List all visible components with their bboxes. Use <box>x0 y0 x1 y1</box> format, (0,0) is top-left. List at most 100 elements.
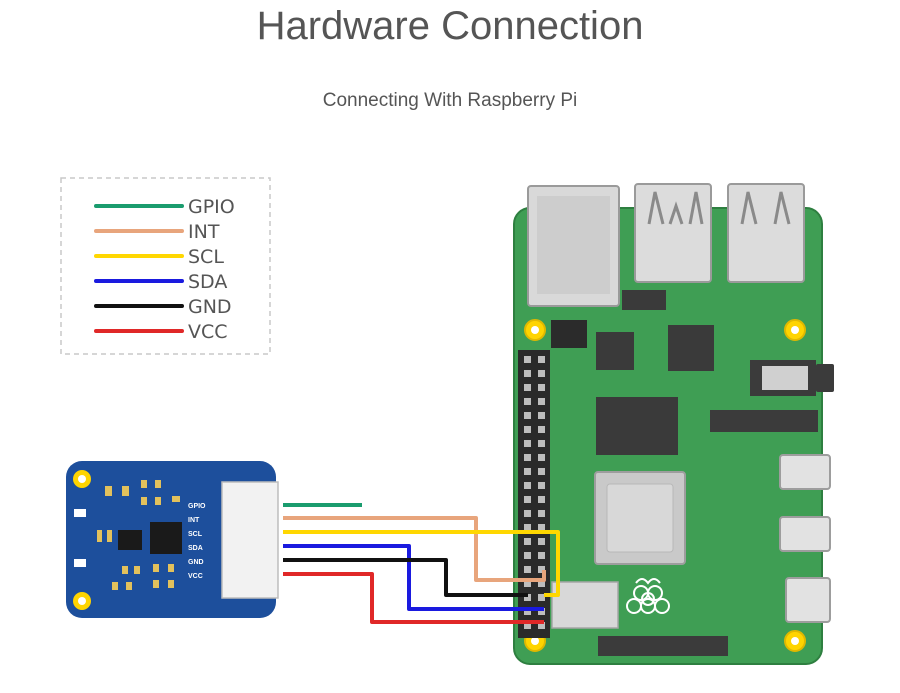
legend-item-vcc: VCC <box>94 321 228 343</box>
pin-label-vcc: VCC <box>188 573 203 580</box>
gpio-pin <box>538 370 545 377</box>
module-connector <box>221 481 279 599</box>
usb-port-2 <box>727 183 805 283</box>
hdmi-port-1 <box>779 454 831 490</box>
usb-port-1 <box>634 183 712 283</box>
display-connector <box>710 410 818 432</box>
gpio-pin <box>524 398 531 405</box>
legend-label: GPIO <box>188 196 235 218</box>
gpio-pin <box>524 608 531 615</box>
pi-pmic <box>551 581 619 629</box>
gpio-pin <box>524 496 531 503</box>
legend-item-scl: SCL <box>94 246 224 268</box>
pi-jumper <box>551 320 587 348</box>
gpio-pin <box>524 580 531 587</box>
mounting-hole <box>78 597 86 605</box>
wire-int <box>283 516 546 582</box>
module-chip-small <box>118 530 142 550</box>
pi-ram-chip <box>596 397 678 455</box>
gpio-pin <box>524 440 531 447</box>
camera-connector <box>598 636 728 656</box>
wire-scl <box>283 530 560 597</box>
pin-label-gpio: GPIO <box>188 503 206 510</box>
mounting-hole <box>791 326 799 334</box>
legend-item-sda: SDA <box>94 271 227 293</box>
gpio-pin <box>538 622 545 629</box>
gpio-pin <box>538 412 545 419</box>
gpio-pin <box>538 468 545 475</box>
legend-label: VCC <box>188 321 228 343</box>
mounting-hole <box>78 475 86 483</box>
gpio-pin <box>538 482 545 489</box>
audio-jack-plug <box>816 364 834 392</box>
gpio-pin <box>538 538 545 545</box>
gpio-pin <box>524 524 531 531</box>
module-chip <box>150 522 182 554</box>
pi-gpio-pins <box>524 356 545 629</box>
wires <box>283 503 560 624</box>
hdmi-port-2 <box>779 516 831 552</box>
pin-label-scl: SCL <box>188 531 203 538</box>
module-pin-labels: GPIO INT SCL SDA GND VCC <box>188 503 206 580</box>
usb-c-port <box>785 577 831 623</box>
pi-chip-usb-controller <box>596 332 634 370</box>
gpio-pin <box>524 538 531 545</box>
wire-vcc <box>283 572 544 624</box>
gpio-pin <box>538 454 545 461</box>
gpio-pin <box>538 440 545 447</box>
legend-item-gpio: GPIO <box>94 196 235 218</box>
legend-item-gnd: GND <box>94 296 232 318</box>
gpio-pin <box>524 468 531 475</box>
gpio-pin <box>538 580 545 587</box>
legend-item-int: INT <box>94 221 220 243</box>
gpio-pin <box>538 426 545 433</box>
pin-label-int: INT <box>188 517 200 524</box>
sensor-module: GPIO INT SCL SDA GND VCC <box>66 461 279 618</box>
mounting-hole <box>791 637 799 645</box>
wire-legend: GPIO INT SCL SDA GND VCC <box>60 177 271 355</box>
gpio-pin <box>538 496 545 503</box>
module-led <box>74 509 86 517</box>
legend-frame <box>60 177 271 355</box>
gpio-pin <box>524 370 531 377</box>
gpio-pin <box>538 524 545 531</box>
pin-label-sda: SDA <box>188 545 203 552</box>
legend-label: INT <box>188 221 220 243</box>
gpio-pin <box>524 552 531 559</box>
ethernet-port-inner <box>537 196 610 294</box>
gpio-pin <box>538 608 545 615</box>
gpio-pin <box>524 426 531 433</box>
page-title: Hardware Connection <box>256 4 644 48</box>
gpio-pin <box>538 398 545 405</box>
gpio-pin <box>524 482 531 489</box>
gpio-pin <box>524 510 531 517</box>
gpio-pin <box>538 552 545 559</box>
gpio-pin <box>538 356 545 363</box>
legend-label: GND <box>188 296 232 318</box>
pi-chip-ethernet <box>668 325 714 371</box>
gpio-pin <box>538 566 545 573</box>
audio-jack-face <box>762 366 808 390</box>
mounting-hole <box>531 637 539 645</box>
pi-soc-inner <box>606 483 674 553</box>
gpio-pin <box>524 412 531 419</box>
gpio-pin <box>538 510 545 517</box>
wire-gnd <box>283 558 528 597</box>
gpio-pin <box>524 566 531 573</box>
mounting-hole <box>531 326 539 334</box>
gpio-pin <box>538 594 545 601</box>
legend-label: SDA <box>188 271 227 293</box>
gpio-pin <box>524 622 531 629</box>
gpio-pin <box>524 356 531 363</box>
module-components <box>97 480 180 590</box>
gpio-pin <box>524 454 531 461</box>
module-led <box>74 559 86 567</box>
gpio-pin <box>524 594 531 601</box>
gpio-pin <box>538 384 545 391</box>
pi-chip-small <box>622 290 666 310</box>
gpio-pin <box>524 384 531 391</box>
raspberry-logo-icon <box>626 578 670 614</box>
raspberry-pi-board <box>513 183 834 665</box>
legend-label: SCL <box>188 246 224 268</box>
